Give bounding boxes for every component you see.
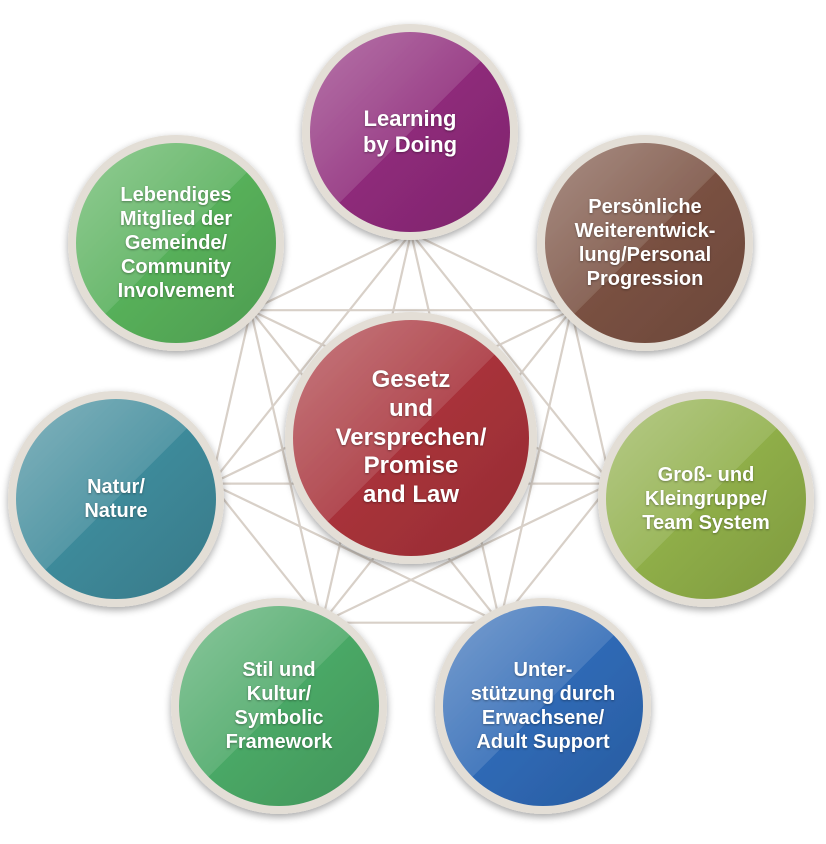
heptagon-edge: [410, 232, 572, 312]
center-node-fill: [293, 320, 529, 556]
node-community-involvement-fill: [76, 143, 276, 343]
node-community-involvement: [68, 135, 284, 351]
node-personal-progression-fill: [545, 143, 745, 343]
center-node: [285, 312, 537, 564]
node-personal-progression: [537, 135, 753, 351]
node-symbolic-framework-fill: [179, 606, 379, 806]
node-nature-fill: [16, 399, 216, 599]
node-learning-by-doing: [302, 24, 518, 240]
heptagon-edge: [499, 482, 612, 624]
heptagon-edge: [250, 232, 412, 312]
node-nature: [8, 391, 224, 607]
node-symbolic-framework: [171, 598, 387, 814]
star-chord: [210, 482, 501, 624]
node-team-system-fill: [606, 399, 806, 599]
star-chord: [249, 309, 324, 623]
star-chord: [321, 482, 612, 624]
heptagon-edge: [570, 309, 612, 484]
node-adult-support: [435, 598, 651, 814]
heptagon-edge: [210, 482, 323, 624]
node-adult-support-fill: [443, 606, 643, 806]
node-team-system: [598, 391, 814, 607]
star-chord: [498, 309, 573, 623]
node-circles: [8, 24, 814, 814]
star-chord: [210, 232, 412, 485]
node-learning-by-doing-fill: [310, 32, 510, 232]
star-chord: [410, 232, 612, 485]
heptagon-edge: [210, 309, 252, 484]
